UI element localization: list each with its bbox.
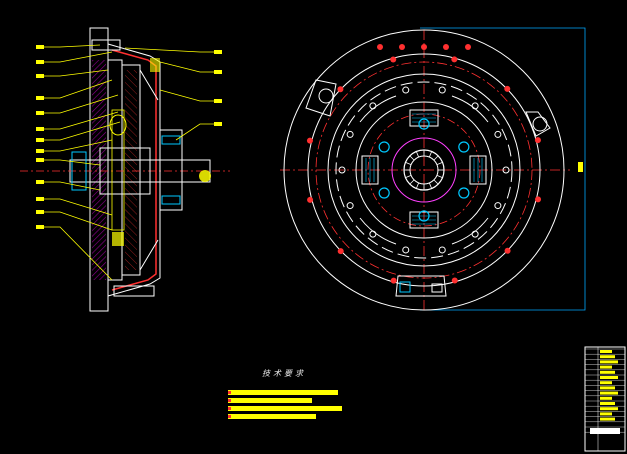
- title-row-text: [600, 412, 612, 416]
- rivet-outer: [451, 56, 458, 63]
- rivets-outer-ring: [306, 44, 542, 284]
- rivet-outer: [504, 85, 511, 92]
- rivet-top: [465, 44, 471, 50]
- leader-lines-left: [36, 44, 121, 281]
- title-row-text: [600, 355, 615, 359]
- cover-lug-right: [525, 111, 551, 137]
- spring-window-right: [469, 155, 487, 185]
- rivet-top: [421, 44, 427, 50]
- rivet-middle: [346, 130, 354, 138]
- hub-spline: [99, 147, 151, 195]
- rivet-outer: [451, 277, 458, 284]
- pressure-plate: [121, 64, 141, 276]
- title-row-text: [600, 407, 618, 411]
- flywheel-hatch: [92, 60, 106, 280]
- diaphragm-spring: [139, 69, 159, 271]
- rivet-middle: [402, 86, 410, 94]
- spring-window-left: [361, 155, 379, 185]
- title-row-text: [600, 376, 618, 379]
- rivet-middle: [494, 130, 502, 138]
- title-row-text: [600, 402, 615, 405]
- spline-tooth: [433, 179, 439, 185]
- rivet-top: [443, 44, 449, 50]
- rivet-outer: [390, 56, 397, 63]
- technical-notes-title: 技术要求: [262, 369, 306, 378]
- clutch-front-view: [280, 27, 586, 311]
- hub-circle: [391, 137, 457, 203]
- rivet-middle: [438, 246, 446, 254]
- rivet-outer: [306, 137, 313, 144]
- clutch-section-view: [20, 27, 230, 312]
- rivet-middle: [471, 102, 479, 110]
- title-row-text: [600, 350, 612, 353]
- title-block: [584, 346, 626, 452]
- title-row-text: [600, 360, 618, 364]
- spring-window-bottom: [409, 211, 439, 229]
- spline-tooth: [415, 182, 420, 189]
- hub-rivet: [458, 187, 470, 199]
- spline-tooth: [433, 155, 439, 161]
- rivet-middle: [369, 102, 377, 110]
- rivet-outer: [337, 248, 344, 255]
- spline-tooth: [436, 174, 443, 179]
- spline-tooth: [436, 161, 443, 166]
- rivet-top: [399, 44, 405, 50]
- spline-tooth: [428, 182, 433, 189]
- rivet-middle: [402, 246, 410, 254]
- hub-rivet: [378, 141, 390, 153]
- title-row-text: [600, 391, 618, 395]
- technical-notes: [228, 390, 342, 419]
- rivet-middle: [494, 202, 502, 210]
- rivet-outer: [390, 277, 397, 284]
- spline-tooth: [428, 151, 433, 158]
- rivet-middle: [346, 202, 354, 210]
- spline-tooth: [405, 174, 412, 179]
- title-row-text: [600, 381, 612, 385]
- leader-tags-left: [36, 45, 44, 229]
- cover-lug-bottom: [395, 275, 447, 297]
- rivets-inner-ring: [378, 118, 470, 222]
- spline-tooth: [409, 155, 415, 161]
- spline-tooth: [415, 151, 420, 158]
- rivet-top: [377, 44, 383, 50]
- hub-rivet: [458, 141, 470, 153]
- friction-slots: [359, 95, 489, 245]
- friction-disc: [107, 59, 123, 281]
- rivet-middle: [438, 86, 446, 94]
- spring-window-top: [409, 109, 439, 127]
- rivet-outer: [535, 196, 542, 203]
- leader-tags-right: [214, 50, 222, 126]
- hub-spline-teeth: [404, 150, 444, 190]
- hub-rivet: [418, 210, 430, 222]
- hub-rivet: [378, 187, 390, 199]
- rivet-middle: [471, 230, 479, 238]
- rivet-outer: [504, 247, 511, 254]
- rivet-outer: [534, 137, 541, 144]
- title-row-text: [600, 417, 615, 421]
- rivet-middle: [502, 166, 510, 174]
- dimension-lines: [420, 27, 586, 311]
- title-name-cell: [590, 428, 620, 434]
- release-bearing: [159, 129, 183, 211]
- spline-tooth: [405, 161, 412, 166]
- outer-flywheel-ring: [283, 29, 565, 311]
- title-row-text: [600, 396, 612, 400]
- spline-tooth: [409, 179, 415, 185]
- cover-lug-left: [305, 79, 337, 117]
- title-row-text: [600, 365, 612, 369]
- rivet-outer: [337, 86, 344, 93]
- hub-rivet: [418, 118, 430, 130]
- rivet-middle: [338, 166, 346, 174]
- title-row-text: [600, 370, 615, 374]
- rivet-outer: [307, 196, 314, 203]
- rivet-middle: [369, 230, 377, 238]
- title-row-text: [600, 386, 615, 390]
